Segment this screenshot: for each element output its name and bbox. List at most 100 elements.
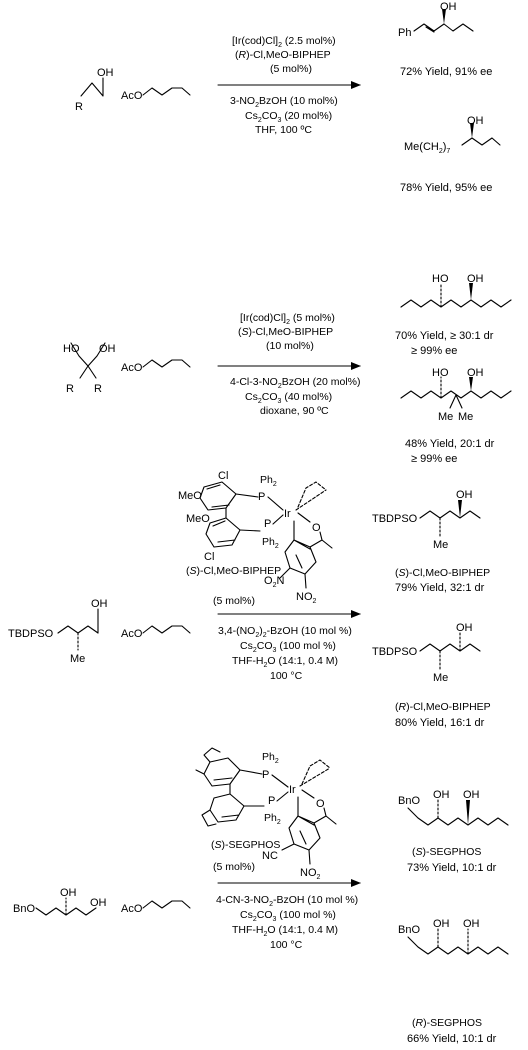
yield-dr: 73% Yield, 10:1 dr bbox=[407, 862, 497, 874]
substrate-4: BnO OH OH bbox=[13, 887, 107, 916]
temperature-line: 100 °C bbox=[270, 670, 303, 682]
hydroxyl-label: OH bbox=[440, 1, 457, 13]
chloro-label: Cl bbox=[204, 551, 214, 563]
r-group-label: R bbox=[75, 101, 83, 113]
hydroxyl-label: HO bbox=[63, 343, 80, 355]
chloro-label: Cl bbox=[218, 470, 228, 482]
phenyl-label: Ph2 bbox=[260, 474, 277, 488]
hydroxyl-label: OH bbox=[433, 789, 450, 801]
loading-line: (5 mol%) bbox=[213, 861, 255, 873]
ligand-line: (S)-Cl,MeO-BIPHEP bbox=[238, 326, 333, 338]
yield-ee: 78% Yield, 95% ee bbox=[400, 182, 492, 194]
methoxy-label: MeO bbox=[186, 513, 210, 525]
substrate-3: TBDPSO OH Me bbox=[8, 598, 108, 665]
additive-line: 3,4-(NO2)2-BzOH (10 mol %) bbox=[218, 625, 352, 639]
reaction-3: TBDPSO OH Me AcO Cl MeO MeO Cl Ph2 P P P… bbox=[8, 470, 491, 729]
hydroxyl-label: OH bbox=[97, 67, 114, 79]
solvent-line: THF, 100 ºC bbox=[255, 124, 312, 136]
ligand-label: (S)-Cl,MeO-BIPHEP bbox=[395, 567, 490, 579]
additive-line: 4-Cl-3-NO2BzOH (20 mol%) bbox=[230, 376, 361, 390]
yield-dr: 66% Yield, 10:1 dr bbox=[407, 1033, 497, 1045]
catalyst-line: [Ir(cod)Cl]2 (5 mol%) bbox=[240, 312, 335, 326]
yield-dr: 79% Yield, 32:1 dr bbox=[395, 582, 485, 594]
loading-line: (10 mol%) bbox=[266, 340, 314, 352]
phenyl-label: Ph bbox=[398, 27, 411, 39]
allyl-acetate-3: AcO bbox=[121, 625, 191, 640]
reaction-4: BnO OH OH AcO Ph2 P P Ph2 Ir O bbox=[13, 747, 509, 1045]
ligand-name: (S)-Cl,MeO-BIPHEP bbox=[186, 565, 281, 577]
additive-line: 3-NO2BzOH (10 mol%) bbox=[230, 95, 338, 109]
hydroxyl-label: OH bbox=[463, 918, 480, 930]
conditions-3: 3,4-(NO2)2-BzOH (10 mol %) Cs2CO3 (100 m… bbox=[217, 610, 361, 682]
product-1a: Ph OH 72% Yield, 91% ee bbox=[398, 1, 492, 78]
hydroxyl-label: OH bbox=[467, 115, 484, 127]
conditions-4: 4-CN-3-NO2-BzOH (10 mol %) Cs2CO3 (100 m… bbox=[216, 879, 361, 951]
iridium-catalyst-3: Cl MeO MeO Cl Ph2 P P Ph2 Ir O O2N NO2 (… bbox=[178, 470, 333, 607]
phosphorus-label: P bbox=[268, 795, 275, 807]
solvent-line: THF-H2O (14:1, 0.4 M) bbox=[232, 655, 338, 669]
methyl-label: Me bbox=[438, 411, 453, 423]
iridium-label: Ir bbox=[289, 784, 296, 796]
hydroxyl-label: HO bbox=[432, 367, 449, 379]
benzyloxy-label: BnO bbox=[398, 795, 420, 807]
product-3b: TBDPSO OH Me (R)-Cl,MeO-BIPHEP 80% Yield… bbox=[372, 622, 491, 729]
acetoxy-label: AcO bbox=[121, 628, 143, 640]
yield-ee: 72% Yield, 91% ee bbox=[400, 66, 492, 78]
alkyl-chain-label: Me(CH2)7 bbox=[404, 141, 450, 155]
iridium-label: Ir bbox=[284, 508, 291, 520]
methyl-label: Me bbox=[458, 411, 473, 423]
r-group-label: R bbox=[66, 383, 74, 395]
loading-line: (5 mol%) bbox=[270, 63, 312, 75]
allyl-acetate-2: AcO bbox=[121, 359, 191, 374]
phosphorus-label: P bbox=[264, 518, 271, 530]
phosphorus-label: P bbox=[258, 491, 265, 503]
r-group-label: R bbox=[94, 383, 102, 395]
hydroxyl-label: OH bbox=[99, 343, 116, 355]
base-line: Cs2CO3 (100 mol %) bbox=[240, 640, 336, 654]
product-2a: HO OH 70% Yield, ≥ 30:1 dr ≥ 99% ee bbox=[395, 273, 512, 357]
hydroxyl-label: OH bbox=[433, 918, 450, 930]
substrate-2-diol: HO OH R R bbox=[63, 342, 116, 395]
substrate-1-alcohol: OH R bbox=[75, 67, 114, 113]
hydroxyl-label: OH bbox=[467, 273, 484, 285]
reaction-1: OH R AcO [Ir(cod)Cl]2 (2.5 mol%) (R)-Cl,… bbox=[75, 1, 501, 194]
yield-dr: 48% Yield, 20:1 dr bbox=[405, 438, 495, 450]
hydroxyl-label: OH bbox=[90, 897, 107, 909]
ee: ≥ 99% ee bbox=[411, 345, 457, 357]
silyl-ether-label: TBDPSO bbox=[372, 646, 418, 658]
nitrile-label: NC bbox=[262, 850, 278, 862]
nitro-label: NO2 bbox=[296, 591, 317, 605]
methyl-label: Me bbox=[70, 653, 85, 665]
solvent-line: THF-H2O (14:1, 0.4 M) bbox=[232, 924, 338, 938]
conditions-2: [Ir(cod)Cl]2 (5 mol%) (S)-Cl,MeO-BIPHEP … bbox=[217, 312, 361, 417]
phenyl-label: Ph2 bbox=[262, 751, 279, 765]
iridium-catalyst-4: Ph2 P P Ph2 Ir O NC NO2 (S)-SEGPHOS (5 m… bbox=[195, 747, 337, 881]
yield-dr: 70% Yield, ≥ 30:1 dr bbox=[395, 330, 494, 342]
acetoxy-label: AcO bbox=[121, 903, 143, 915]
ee: ≥ 99% ee bbox=[411, 453, 457, 465]
temperature-line: 100 °C bbox=[270, 939, 303, 951]
ligand-label: (R)-Cl,MeO-BIPHEP bbox=[395, 701, 491, 713]
ligand-name: (S)-SEGPHOS bbox=[211, 839, 280, 851]
ligand-label: (R)-SEGPHOS bbox=[412, 1017, 482, 1029]
hydroxyl-label: OH bbox=[467, 367, 484, 379]
hydroxyl-label: OH bbox=[91, 598, 108, 610]
phenyl-label: Ph2 bbox=[264, 812, 281, 826]
silyl-ether-label: TBDPSO bbox=[8, 628, 54, 640]
product-3a: TBDPSO OH Me (S)-Cl,MeO-BIPHEP 79% Yield… bbox=[372, 489, 490, 594]
phosphorus-label: P bbox=[262, 769, 269, 781]
additive-line: 4-CN-3-NO2-BzOH (10 mol %) bbox=[216, 894, 358, 908]
silyl-ether-label: TBDPSO bbox=[372, 513, 418, 525]
nitro-label: O2N bbox=[264, 575, 284, 589]
hydroxyl-label: OH bbox=[60, 887, 77, 899]
methoxy-label: MeO bbox=[178, 490, 202, 502]
base-line: Cs2CO3 (100 mol %) bbox=[240, 909, 336, 923]
benzyloxy-label: BnO bbox=[13, 903, 35, 915]
benzyloxy-label: BnO bbox=[398, 924, 420, 936]
methyl-label: Me bbox=[433, 539, 448, 551]
catalyst-line: [Ir(cod)Cl]2 (2.5 mol%) bbox=[232, 35, 336, 49]
reaction-2: HO OH R R AcO [Ir(cod)Cl]2 (5 mol%) (S)-… bbox=[63, 273, 512, 465]
phenyl-label: Ph2 bbox=[262, 536, 279, 550]
product-4a: BnO OH OH (S)-SEGPHOS 73% Yield, 10:1 dr bbox=[398, 789, 509, 874]
